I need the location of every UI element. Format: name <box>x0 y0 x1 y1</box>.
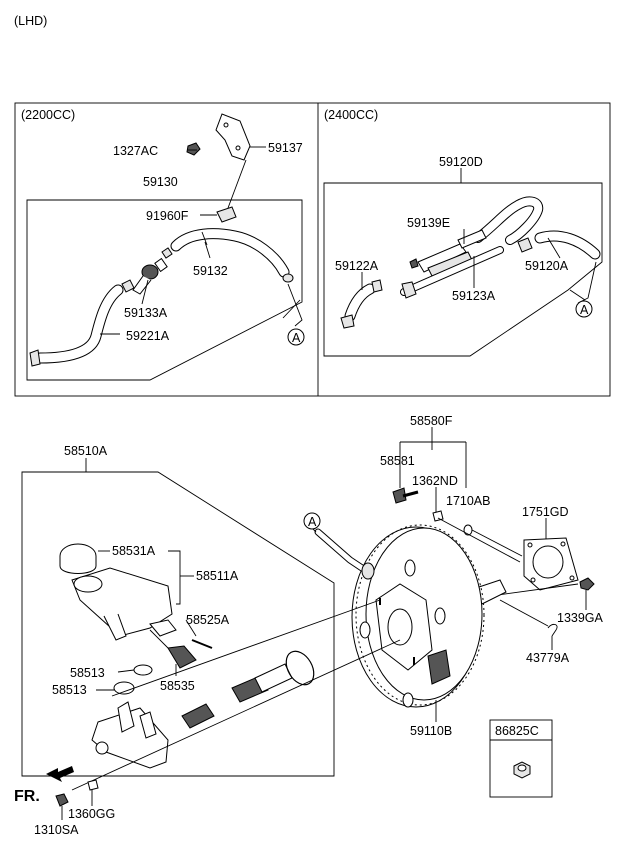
label-1360GG: 1360GG <box>68 807 115 821</box>
level-sensor-58535 <box>167 645 197 669</box>
label-59130: 59130 <box>143 175 178 189</box>
label-59133A: 59133A <box>124 306 168 320</box>
washer-1710AB <box>463 524 473 536</box>
label-58535: 58535 <box>160 679 195 693</box>
ref-marker-a-lower-text: A <box>308 515 317 529</box>
hose-assembly-2200cc <box>26 113 303 381</box>
label-59123A: 59123A <box>452 289 496 303</box>
brake-booster-59110B <box>351 524 507 722</box>
vacuum-hose-frame <box>14 102 611 397</box>
label-59139E: 59139E <box>407 216 450 230</box>
check-valve-59133A <box>141 264 159 280</box>
bracket-59137 <box>215 113 251 161</box>
nut-1339GA <box>579 577 595 591</box>
label-86825C: 86825C <box>495 724 539 738</box>
washer-1360GG <box>87 779 99 791</box>
label-58513-upper: 58513 <box>70 666 105 680</box>
nut-1310SA <box>55 793 69 807</box>
drive-side-label: (LHD) <box>14 14 47 28</box>
label-59122A: 59122A <box>335 259 379 273</box>
label-1310SA: 1310SA <box>34 823 79 837</box>
label-59137: 59137 <box>268 141 303 155</box>
label-59221A: 59221A <box>126 329 170 343</box>
front-direction-arrow <box>46 766 74 782</box>
ref-marker-a-right <box>575 300 593 318</box>
label-59110B: 59110B <box>410 724 452 738</box>
label-59132: 59132 <box>193 264 228 278</box>
label-1327AC: 1327AC <box>113 144 158 158</box>
booster-hardware-group <box>392 427 523 563</box>
label-58511A: 58511A <box>196 569 239 583</box>
label-1710AB: 1710AB <box>446 494 490 508</box>
gasket-1751GD <box>523 518 579 591</box>
clamp-91960F <box>216 206 237 223</box>
clevis-pin-43779A <box>547 623 558 637</box>
label-1362ND: 1362ND <box>412 474 458 488</box>
label-43779A: 43779A <box>526 651 570 665</box>
ref-marker-a-left <box>287 328 305 346</box>
front-label: FR. <box>14 788 40 805</box>
ref-marker-a-lower <box>303 512 321 530</box>
master-cylinder-58510A <box>21 458 401 791</box>
label-59120D: 59120D <box>439 155 483 169</box>
part-86825C-box <box>489 719 553 798</box>
screw-58525A <box>191 639 213 649</box>
clip-1362ND <box>432 510 444 522</box>
ref-marker-a-left-text: A <box>292 331 301 345</box>
ref-marker-a-right-text: A <box>580 303 589 317</box>
valve-59139E <box>417 243 467 273</box>
label-58531A: 58531A <box>112 544 156 558</box>
label-91960F: 91960F <box>146 209 189 223</box>
label-58510A: 58510A <box>64 444 108 458</box>
label-58581: 58581 <box>380 454 415 468</box>
label-58525A: 58525A <box>186 613 230 627</box>
label-58513-lower: 58513 <box>52 683 87 697</box>
engine-2200cc-title: (2200CC) <box>21 108 75 122</box>
bolt-58581 <box>392 487 407 504</box>
grommet-58513-upper <box>133 664 153 676</box>
label-1339GA: 1339GA <box>557 611 604 625</box>
label-58580F: 58580F <box>410 414 453 428</box>
label-59120A: 59120A <box>525 259 569 273</box>
label-1751GD: 1751GD <box>522 505 569 519</box>
grommet-58513-lower <box>113 681 135 695</box>
nut-1327AC <box>186 142 201 156</box>
o-ring <box>285 650 315 686</box>
hose-assembly-2400cc <box>323 168 603 357</box>
engine-2400cc-title: (2400CC) <box>324 108 378 122</box>
